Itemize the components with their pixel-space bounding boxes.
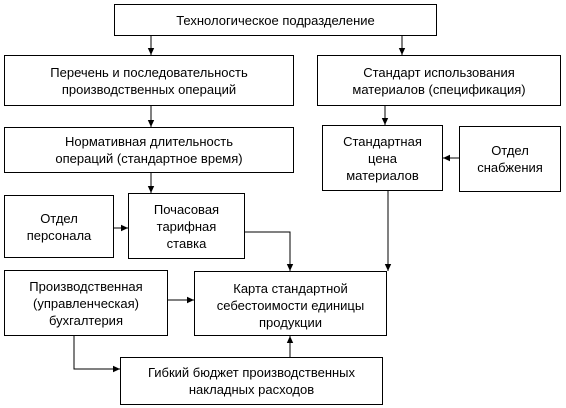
- connector-line: [73, 336, 120, 370]
- arrowhead: [147, 186, 155, 193]
- arrow-rate-to-card: [245, 231, 294, 271]
- node-supply-dept: Отдел снабжения: [459, 126, 561, 192]
- node-cost-card: Карта стандартной себестоимости единицы …: [194, 271, 387, 336]
- arrowhead: [286, 336, 294, 343]
- node-label: Технологическое подразделение: [176, 12, 375, 28]
- node-materials-standard: Стандарт использования материалов (специ…: [317, 55, 561, 106]
- arrowhead: [113, 365, 120, 373]
- arrow-supply-to-price: [443, 154, 459, 162]
- arrowhead: [286, 264, 294, 271]
- node-operations-list: Перечень и последовательность производст…: [4, 55, 294, 106]
- arrow-budget-to-card: [286, 336, 294, 357]
- node-label: Производственная (управленческая) бухгал…: [29, 278, 143, 328]
- arrowhead: [384, 264, 392, 271]
- arrowhead: [187, 296, 194, 304]
- node-label: Отдел снабжения: [477, 143, 543, 175]
- arrow-operations-to-duration: [147, 106, 155, 127]
- node-label: Стандарт использования материалов (специ…: [352, 64, 526, 97]
- node-flexible-budget: Гибкий бюджет производственных накладных…: [120, 357, 383, 405]
- arrowhead: [381, 118, 389, 125]
- arrow-materials-to-price: [381, 106, 389, 125]
- node-normative-duration: Нормативная длительность операций (станд…: [4, 127, 294, 173]
- node-label: Карта стандартной себестоимости единицы …: [216, 281, 365, 330]
- node-label: Отдел персонала: [26, 210, 92, 243]
- arrow-accounting-to-budget: [73, 336, 120, 373]
- arrowhead: [443, 154, 450, 162]
- node-material-price: Стандартная цена материалов: [322, 125, 443, 191]
- node-label: Перечень и последовательность производст…: [50, 64, 248, 97]
- arrow-tech-to-materials: [398, 36, 406, 55]
- node-label: Гибкий бюджет производственных накладных…: [147, 365, 356, 397]
- arrowhead: [147, 48, 155, 55]
- node-accounting: Производственная (управленческая) бухгал…: [4, 270, 168, 336]
- node-tech-division: Технологическое подразделение: [114, 4, 437, 36]
- arrow-tech-to-operations: [147, 36, 155, 55]
- node-label: Почасовая тарифная ставка: [153, 201, 220, 251]
- node-label: Стандартная цена материалов: [343, 133, 422, 183]
- arrowhead: [398, 48, 406, 55]
- node-hourly-rate: Почасовая тарифная ставка: [128, 193, 245, 259]
- arrow-price-to-card: [384, 191, 392, 271]
- arrow-duration-to-rate: [147, 173, 155, 193]
- node-label: Нормативная длительность операций (станд…: [55, 134, 243, 166]
- arrow-accounting-to-card: [168, 296, 194, 304]
- node-personnel-dept: Отдел персонала: [4, 195, 114, 258]
- arrowhead: [121, 224, 128, 232]
- connector-line: [245, 231, 291, 271]
- arrow-personnel-to-rate: [114, 224, 128, 232]
- arrowhead: [147, 120, 155, 127]
